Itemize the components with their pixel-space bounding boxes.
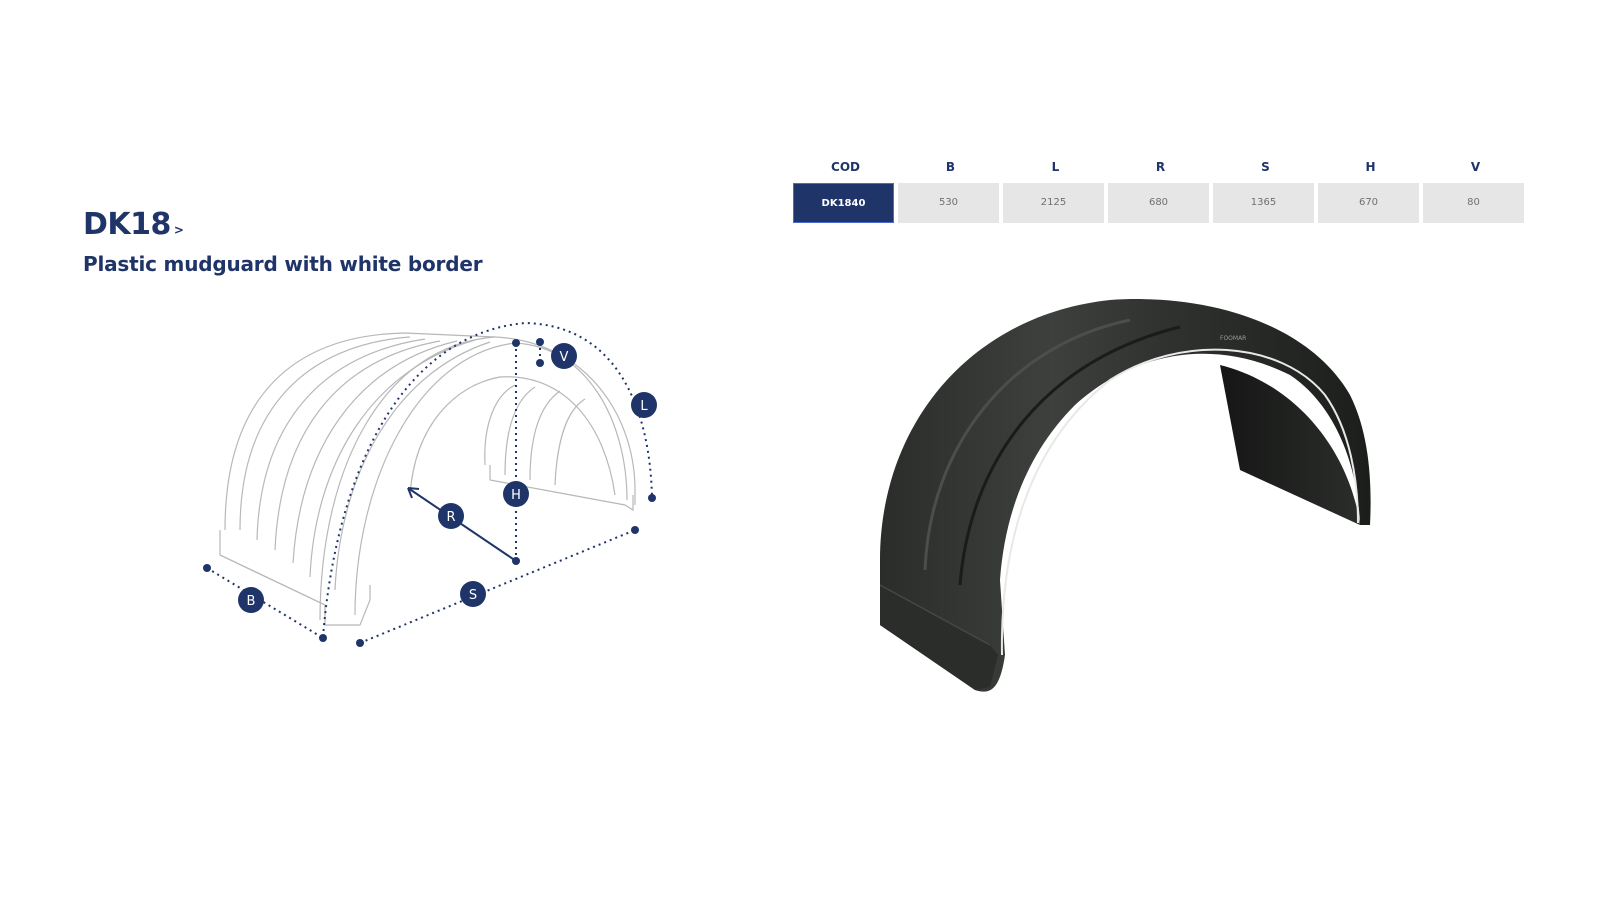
mudguard-outline bbox=[219, 332, 636, 626]
spec-cell-v: 80 bbox=[1423, 183, 1524, 223]
product-photo: FOOMAR bbox=[880, 299, 1371, 692]
dimension-lines bbox=[206, 321, 653, 644]
spec-cell-s: 1365 bbox=[1213, 183, 1314, 223]
dimension-label-s: S bbox=[469, 588, 477, 603]
dimension-endpoints bbox=[203, 338, 656, 647]
dimension-marker-r-icon: R bbox=[438, 503, 464, 529]
spec-cell-h: 670 bbox=[1318, 183, 1419, 223]
title-block: DK18 > Plastic mudguard with white borde… bbox=[83, 210, 483, 277]
spec-header-l: L bbox=[1051, 160, 1060, 174]
dimension-label-l: L bbox=[640, 399, 648, 414]
spec-cell-r: 680 bbox=[1108, 183, 1209, 223]
brand-mark: FOOMAR bbox=[1220, 335, 1246, 342]
spec-header-v: V bbox=[1470, 160, 1481, 174]
dimension-marker-s-icon: S bbox=[460, 581, 486, 607]
dimension-label-h: H bbox=[511, 488, 521, 503]
mudguard-body bbox=[880, 299, 1371, 692]
spec-header-cod: COD bbox=[831, 160, 860, 174]
product-title: DK18 > bbox=[83, 210, 482, 240]
title-arrow-icon: > bbox=[173, 223, 184, 237]
spec-header-b: B bbox=[945, 160, 956, 174]
dimension-marker-h-icon: H bbox=[503, 481, 529, 507]
spec-table: COD B L R S H V DK1840 530 2125 680 1365… bbox=[793, 157, 1528, 223]
dimension-marker-l-icon: L bbox=[631, 392, 657, 418]
radius-arrow-icon bbox=[407, 487, 517, 562]
spec-value-row: DK1840 530 2125 680 1365 670 80 bbox=[793, 183, 1528, 223]
dimension-label-b: B bbox=[247, 594, 256, 609]
spec-cell-b: 530 bbox=[898, 183, 999, 223]
dimension-label-r: R bbox=[446, 510, 455, 525]
product-code: DK18 bbox=[83, 207, 171, 242]
spec-header-h: H bbox=[1365, 160, 1376, 174]
product-description: Plastic mudguard with white border bbox=[83, 252, 483, 276]
dimension-marker-b-icon: B bbox=[238, 587, 264, 613]
spec-header-row: COD B L R S H V bbox=[793, 157, 1528, 183]
spec-cell-l: 2125 bbox=[1003, 183, 1104, 223]
dimension-marker-v-icon: V bbox=[551, 343, 577, 369]
dimension-diagram: B S R H V L bbox=[203, 321, 657, 647]
spec-header-s: S bbox=[1261, 160, 1270, 174]
spec-cell-code[interactable]: DK1840 bbox=[793, 183, 894, 223]
dimension-label-v: V bbox=[560, 350, 569, 365]
spec-header-r: R bbox=[1155, 160, 1166, 174]
